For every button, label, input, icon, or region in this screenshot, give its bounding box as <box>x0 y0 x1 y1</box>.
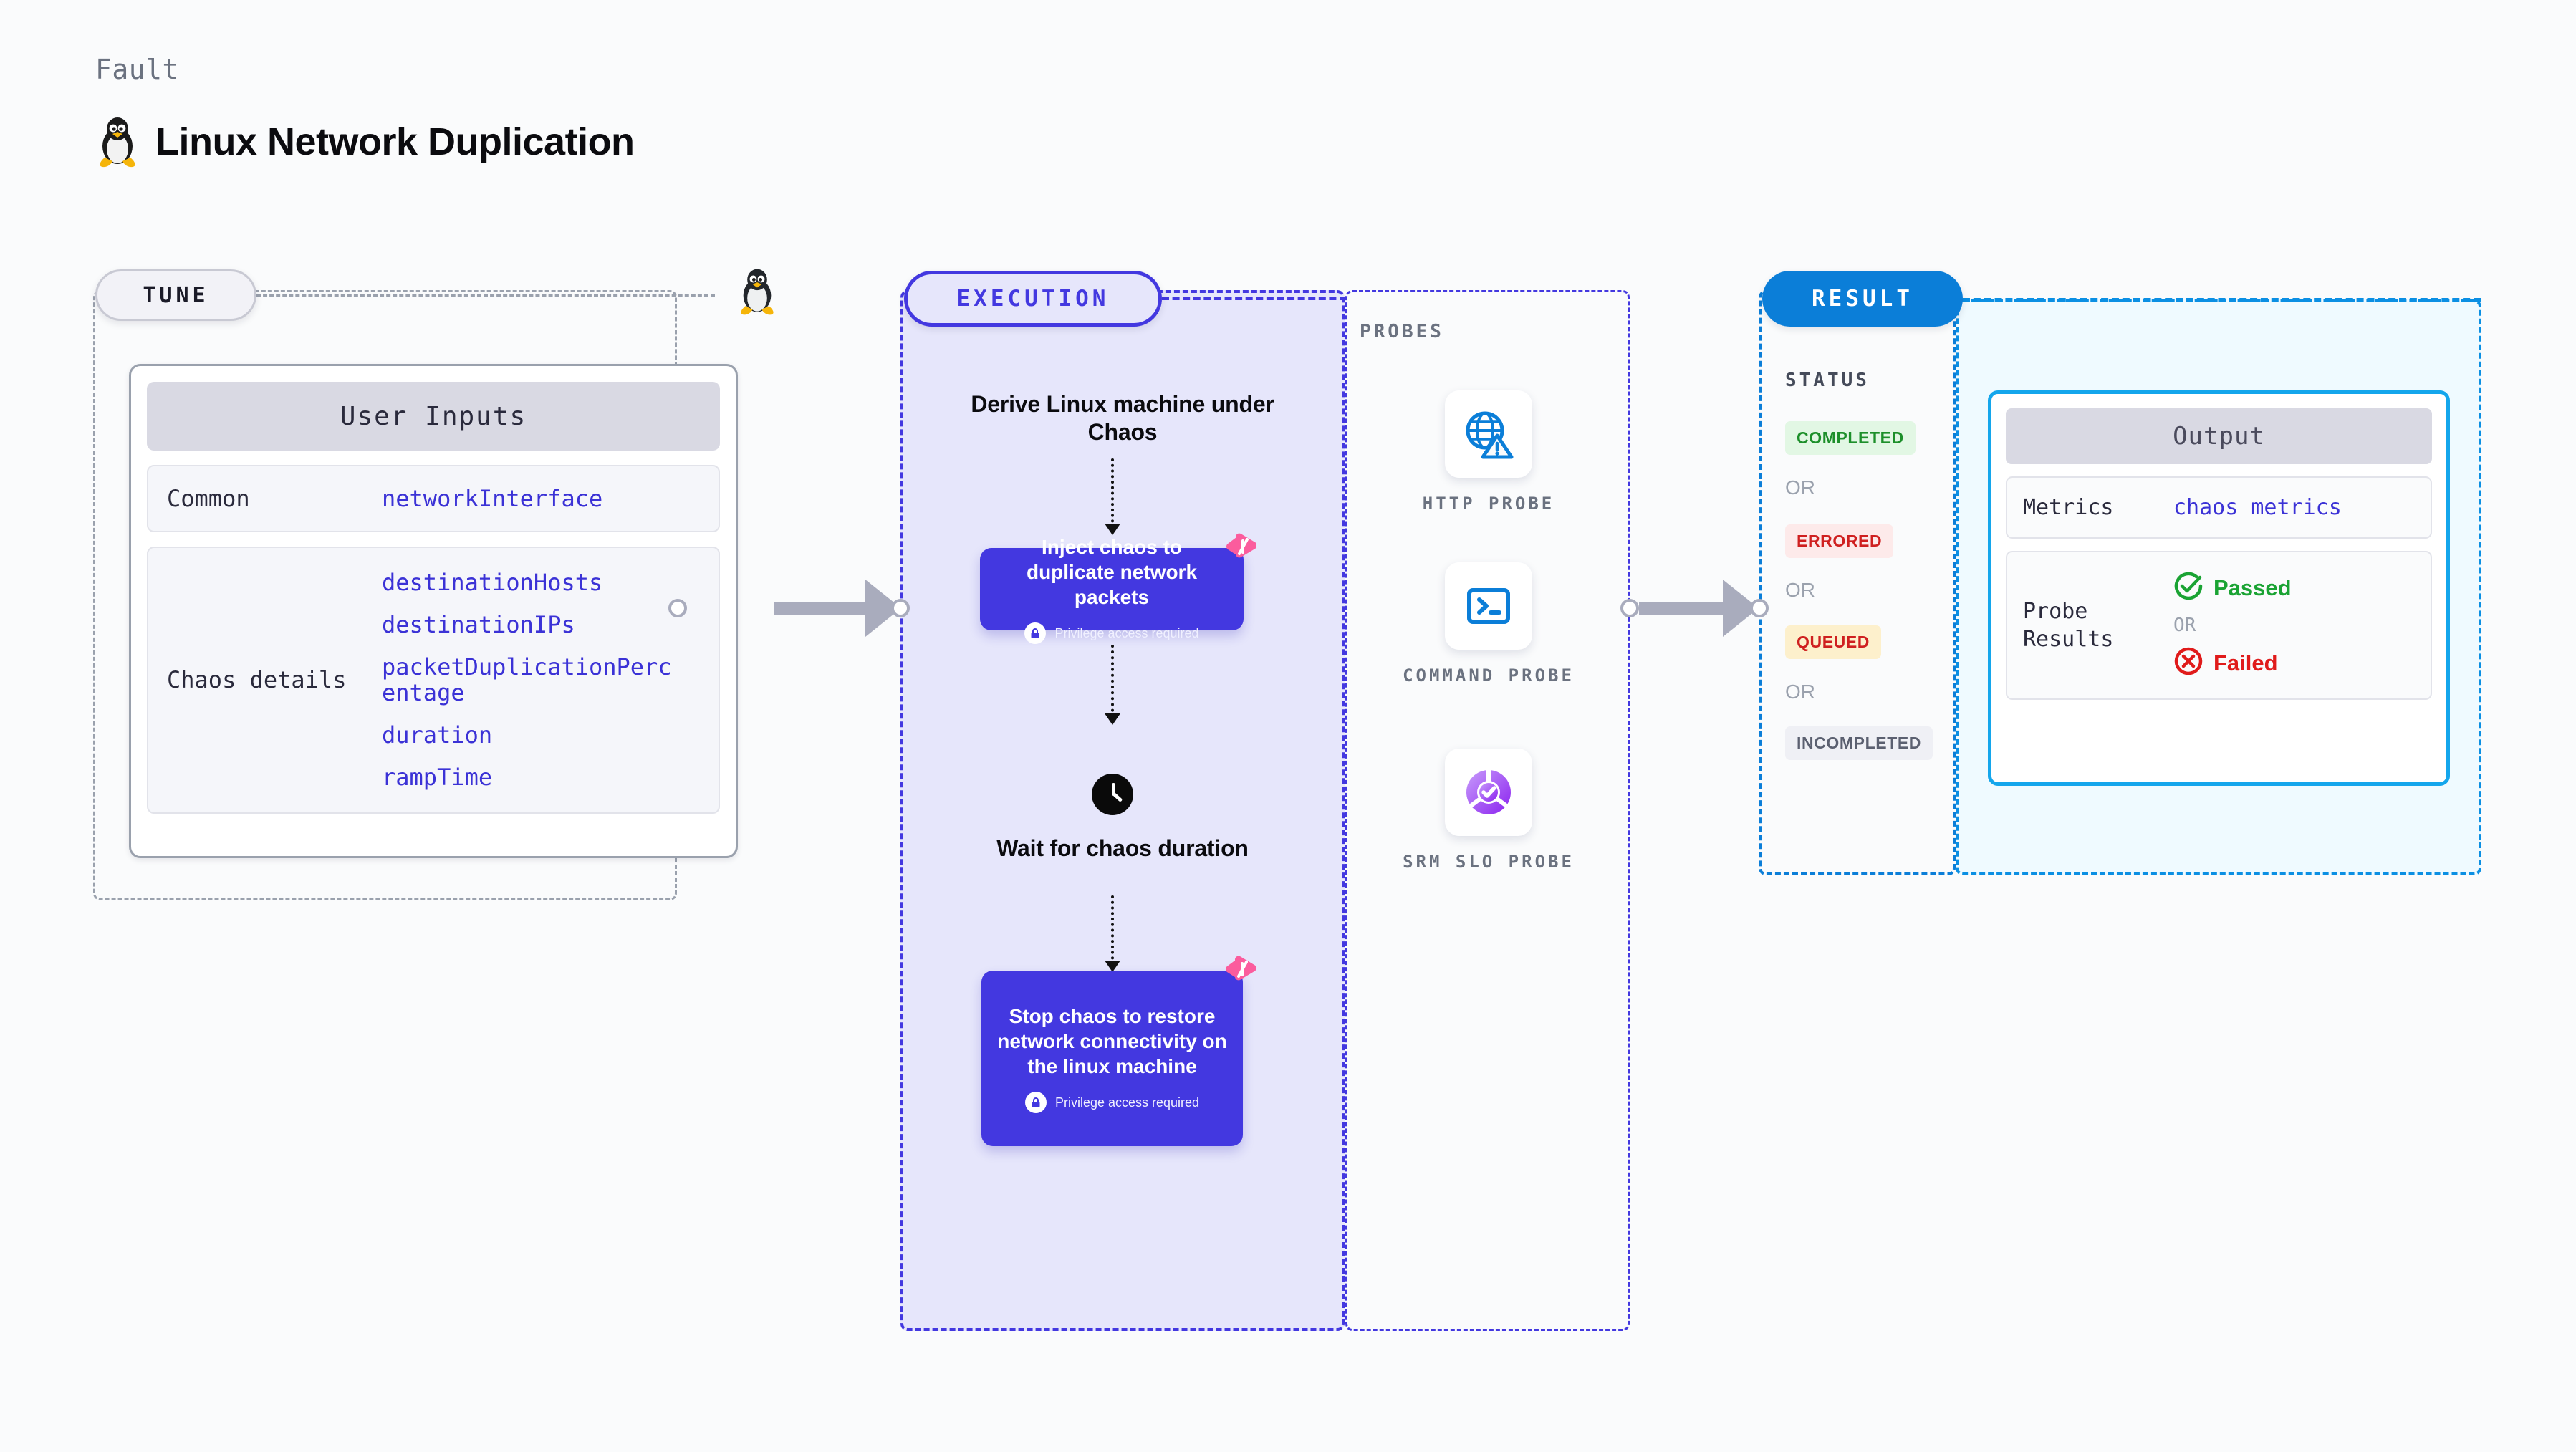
tune-value: networkInterface <box>382 484 603 512</box>
probe-item-http[interactable]: HTTP PROBE <box>1381 390 1596 515</box>
lock-icon <box>1024 622 1047 645</box>
step-derive-title: Derive Linux machine under Chaos <box>971 391 1274 446</box>
check-circle-icon <box>2173 571 2203 605</box>
execution-pill-connector <box>1162 297 1347 300</box>
output-card: Output Metrics chaos metrics Probe Resul… <box>1988 390 2450 786</box>
failed-label: Failed <box>2214 650 2278 675</box>
tune-section-pill[interactable]: TUNE <box>95 269 256 321</box>
user-inputs-card: User Inputs Common networkInterface Chao… <box>129 364 738 858</box>
output-row-key: Probe Results <box>2023 599 2114 652</box>
output-row-key: Metrics <box>2023 495 2114 520</box>
terminal-prompt-icon <box>1445 562 1532 650</box>
passed-label: Passed <box>2214 574 2292 600</box>
privilege-notice: Privilege access required <box>1024 622 1199 645</box>
tune-row-key: Chaos details <box>167 666 347 694</box>
output-row-probe-results: Probe Results Passed OR <box>2006 551 2432 700</box>
tune-row-chaos-details: Chaos details destinationHosts destinati… <box>147 547 720 814</box>
tune-value: destinationHosts <box>382 569 603 596</box>
probe-item-srm-slo[interactable]: SRM SLO PROBE <box>1381 749 1596 873</box>
step-stop-chaos-box[interactable]: Stop chaos to restore network connectivi… <box>981 956 1256 1146</box>
step-inject-chaos-box[interactable]: Inject chaos to duplicate network packet… <box>980 533 1257 645</box>
user-inputs-title: User Inputs <box>147 382 720 451</box>
privilege-notice: Privilege access required <box>1024 1092 1200 1114</box>
lock-icon <box>1024 1092 1047 1114</box>
clock-icon <box>1092 774 1133 815</box>
litmus-logo-icon <box>1223 955 1256 990</box>
step-wait-title: Wait for chaos duration <box>996 835 1249 861</box>
status-label: STATUS <box>1785 370 1870 391</box>
privilege-text: Privilege access required <box>1054 1095 1200 1110</box>
probe-label: SRM SLO PROBE <box>1403 852 1575 872</box>
flow-arrow-2 <box>1105 645 1120 725</box>
status-badge-incompleted: INCOMPLETED <box>1785 726 1933 760</box>
linux-penguin-badge-icon <box>736 266 778 320</box>
probes-exit-node <box>1620 599 1639 617</box>
or-separator: OR <box>1785 579 1815 601</box>
or-separator: OR <box>2173 615 2196 636</box>
probe-result-passed: Passed <box>2173 571 2292 605</box>
tune-pill-connector <box>256 294 715 297</box>
status-badge-errored: ERRORED <box>1785 524 1894 558</box>
tune-value: duration <box>382 721 493 749</box>
page-title: Linux Network Duplication <box>155 120 635 163</box>
step-inject-title: Inject chaos to duplicate network packet… <box>1026 535 1198 609</box>
flow-arrow-3 <box>1105 895 1120 972</box>
execution-section-pill[interactable]: EXECUTION <box>904 271 1162 327</box>
page-title-row: Linux Network Duplication <box>95 115 635 169</box>
or-separator: OR <box>1785 681 1815 703</box>
tune-row-key: Common <box>167 485 250 512</box>
x-circle-icon <box>2173 646 2203 680</box>
page-kicker: Fault <box>95 54 179 85</box>
step-stop-title: Stop chaos to restore network connectivi… <box>997 1004 1227 1078</box>
tune-value: destinationIPs <box>382 610 575 638</box>
probe-label: HTTP PROBE <box>1422 494 1555 514</box>
tune-row-common: Common networkInterface <box>147 465 720 532</box>
slo-donut-check-icon <box>1445 749 1532 836</box>
probe-label: COMMAND PROBE <box>1403 665 1575 686</box>
tune-value: packetDuplicationPercentage <box>382 653 672 707</box>
privilege-text: Privilege access required <box>1054 625 1199 640</box>
tune-exit-node <box>668 599 687 617</box>
output-row-value: chaos metrics <box>2173 495 2342 520</box>
linux-penguin-icon <box>95 115 140 169</box>
output-row-metrics: Metrics chaos metrics <box>2006 476 2432 539</box>
litmus-logo-icon <box>1224 532 1257 567</box>
probe-item-command[interactable]: COMMAND PROBE <box>1381 562 1596 687</box>
globe-warning-icon <box>1445 390 1532 478</box>
probe-result-failed: Failed <box>2173 646 2292 680</box>
output-card-title: Output <box>2006 408 2432 464</box>
tune-value: rampTime <box>382 763 493 791</box>
status-badge-queued: QUEUED <box>1785 625 1882 659</box>
flow-arrow-1 <box>1105 458 1120 535</box>
execution-entry-node <box>891 599 910 617</box>
result-entry-node <box>1750 599 1769 617</box>
result-pill-connector <box>1963 298 2481 302</box>
or-separator: OR <box>1785 476 1815 499</box>
status-badge-completed: COMPLETED <box>1785 421 1916 455</box>
probes-section-label: PROBES <box>1360 321 1444 342</box>
result-section-pill[interactable]: RESULT <box>1762 271 1963 327</box>
